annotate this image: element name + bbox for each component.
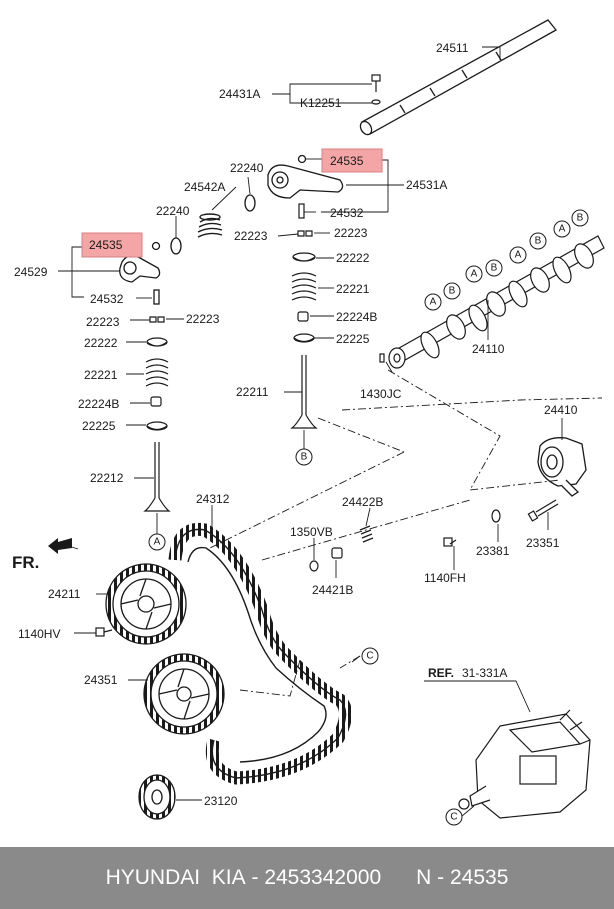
marker-b-1: B bbox=[449, 286, 456, 297]
label-1140FH[interactable]: 1140FH bbox=[424, 571, 466, 585]
washer-left-upper[interactable] bbox=[170, 237, 182, 255]
reference-note: REF. 31-331A bbox=[428, 666, 507, 680]
timing-belt[interactable] bbox=[168, 522, 352, 785]
footer-separator-2: - bbox=[437, 866, 445, 889]
camshaft-key[interactable] bbox=[379, 353, 385, 363]
valve-stack-right[interactable] bbox=[290, 230, 318, 429]
label-24351[interactable]: 24351 bbox=[84, 673, 118, 687]
label-22224B-right[interactable]: 22224B bbox=[336, 310, 377, 324]
tensioner-washer[interactable] bbox=[491, 509, 501, 523]
label-24511[interactable]: 24511 bbox=[436, 41, 469, 55]
bolt-1140FH[interactable] bbox=[443, 537, 457, 547]
label-24532-left[interactable]: 24532 bbox=[90, 292, 124, 306]
reference-lines bbox=[209, 369, 603, 697]
label-24211[interactable]: 24211 bbox=[48, 587, 81, 601]
label-22225-right[interactable]: 22225 bbox=[336, 332, 370, 346]
label-24535-left[interactable]: 24535 bbox=[89, 238, 123, 252]
circle-marker-letters: A B A B A B A B B A C C bbox=[154, 213, 584, 823]
washer-right-upper[interactable] bbox=[244, 194, 256, 212]
marker-b-3: B bbox=[535, 236, 542, 247]
label-22224B-left[interactable]: 22224B bbox=[78, 397, 119, 411]
label-24110[interactable]: 24110 bbox=[472, 342, 505, 356]
label-24312[interactable]: 24312 bbox=[196, 492, 230, 506]
label-22225-left[interactable]: 22225 bbox=[82, 419, 116, 433]
footer-ref-number: 24535 bbox=[450, 866, 509, 889]
marker-b-2: B bbox=[491, 263, 498, 274]
label-22223-l1[interactable]: 22223 bbox=[86, 315, 120, 329]
adjust-screw-right[interactable] bbox=[298, 203, 305, 219]
marker-b-4: B bbox=[577, 213, 584, 224]
label-1350VB[interactable]: 1350VB bbox=[290, 525, 333, 539]
exploded-parts-diagram: 24511 24431A K12251 24535 22240 24542A 2… bbox=[12, 19, 605, 826]
footer-brand-2: KIA bbox=[211, 866, 246, 889]
label-23351[interactable]: 23351 bbox=[526, 536, 560, 550]
part-number-footer: HYUNDAI KIA - 2453342000 N - 24535 bbox=[0, 847, 614, 909]
label-24529[interactable]: 24529 bbox=[14, 265, 48, 279]
crank-timing-gear[interactable] bbox=[138, 774, 176, 820]
tensioner-spring[interactable] bbox=[359, 525, 374, 543]
marker-b-valve: B bbox=[301, 452, 308, 463]
tensioner-pulley[interactable] bbox=[537, 437, 587, 497]
valve-spring-upper[interactable] bbox=[197, 213, 223, 238]
valve-stack-left[interactable] bbox=[143, 316, 171, 512]
marker-c-pump: C bbox=[450, 812, 457, 823]
marker-a-1: A bbox=[430, 297, 437, 308]
label-1430JC[interactable]: 1430JC bbox=[360, 387, 402, 401]
highlight-24535-top bbox=[321, 148, 383, 173]
label-22240-b[interactable]: 22240 bbox=[156, 204, 190, 218]
injection-pump[interactable] bbox=[458, 709, 591, 819]
label-22240-a[interactable]: 22240 bbox=[230, 161, 264, 175]
front-arrow-icon bbox=[48, 538, 72, 554]
footer-brand: HYUNDAI bbox=[105, 866, 201, 889]
ref-label: REF. bbox=[428, 666, 454, 680]
label-23381[interactable]: 23381 bbox=[476, 544, 510, 558]
front-direction-label: FR. bbox=[12, 553, 39, 572]
label-22221-right[interactable]: 22221 bbox=[336, 282, 370, 296]
marker-a-3: A bbox=[515, 250, 522, 261]
leader-lines bbox=[58, 46, 563, 817]
label-22212[interactable]: 22212 bbox=[90, 471, 124, 485]
label-24421B[interactable]: 24421B bbox=[312, 583, 353, 597]
label-22222-left[interactable]: 22222 bbox=[84, 336, 118, 350]
rocker-arm-right[interactable] bbox=[267, 154, 344, 199]
label-22223-r2[interactable]: 22223 bbox=[334, 226, 368, 240]
label-24410[interactable]: 24410 bbox=[544, 403, 578, 417]
marker-a-4: A bbox=[559, 224, 566, 235]
rocker-shaft[interactable] bbox=[358, 19, 557, 137]
ref-code[interactable]: 31-331A bbox=[462, 666, 507, 680]
bolt-1140HV[interactable] bbox=[95, 627, 113, 637]
label-24535-top[interactable]: 24535 bbox=[330, 154, 364, 168]
circle-markers bbox=[148, 209, 589, 826]
marker-c-belt: C bbox=[366, 651, 373, 662]
shaft-bolt[interactable] bbox=[371, 74, 381, 105]
tensioner-bolt[interactable] bbox=[527, 499, 559, 522]
label-K12251[interactable]: K12251 bbox=[300, 96, 342, 110]
footer-separator-1: - bbox=[251, 866, 259, 889]
part-labels: 24511 24431A K12251 24535 22240 24542A 2… bbox=[14, 41, 578, 808]
label-22223-l2[interactable]: 22223 bbox=[186, 312, 220, 326]
footer-n-label: N bbox=[416, 866, 432, 889]
label-24532-right[interactable]: 24532 bbox=[330, 206, 364, 220]
crankshaft-sprocket[interactable] bbox=[143, 653, 225, 735]
camshaft[interactable] bbox=[388, 235, 605, 369]
highlight-24535-left bbox=[81, 232, 143, 258]
label-23120[interactable]: 23120 bbox=[204, 794, 238, 808]
label-24422B[interactable]: 24422B bbox=[342, 495, 383, 509]
label-24542A[interactable]: 24542A bbox=[184, 180, 225, 194]
marker-a-valve: A bbox=[154, 537, 161, 548]
footer-part-number: 2453342000 bbox=[264, 866, 382, 889]
label-22211[interactable]: 22211 bbox=[236, 385, 269, 399]
label-22221-left[interactable]: 22221 bbox=[84, 368, 118, 382]
label-24431A[interactable]: 24431A bbox=[219, 87, 260, 101]
spring-pin[interactable] bbox=[309, 547, 343, 572]
marker-a-2: A bbox=[471, 269, 478, 280]
camshaft-sprocket[interactable] bbox=[105, 563, 187, 645]
label-22222-right[interactable]: 22222 bbox=[336, 251, 370, 265]
label-24531A[interactable]: 24531A bbox=[406, 178, 447, 192]
label-22223-r1[interactable]: 22223 bbox=[234, 229, 268, 243]
label-1140HV[interactable]: 1140HV bbox=[18, 627, 60, 641]
